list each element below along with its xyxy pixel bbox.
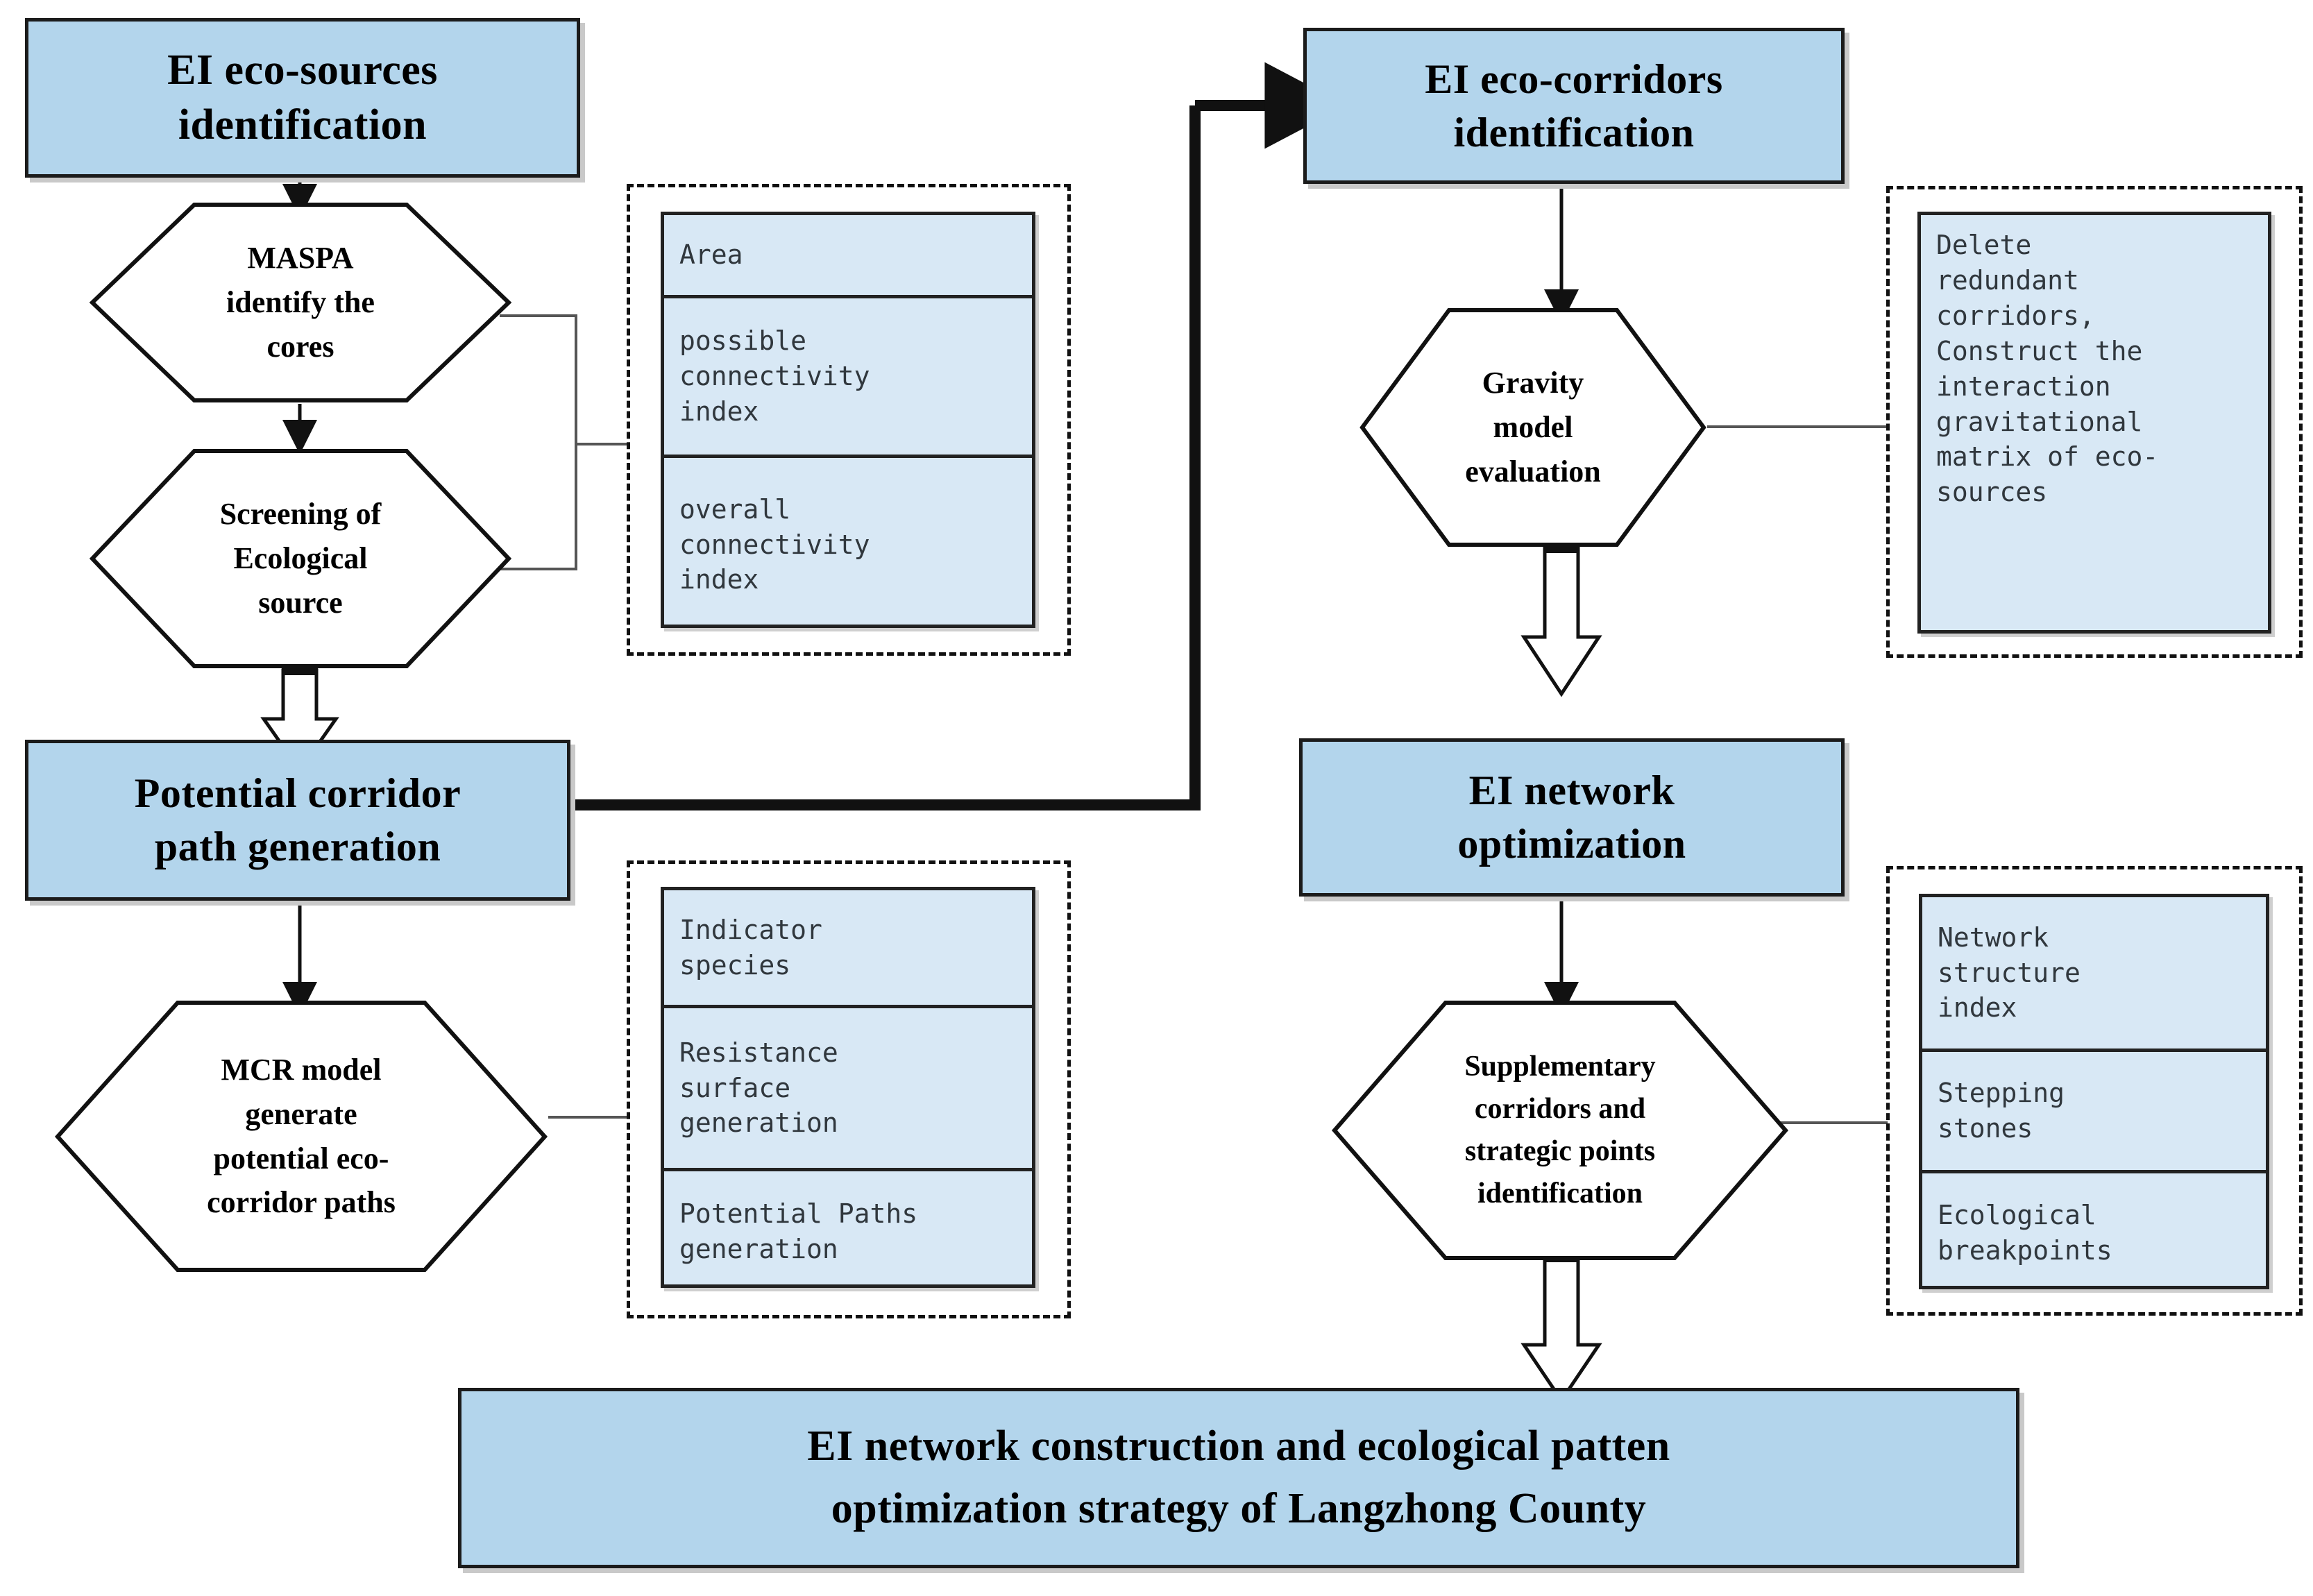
process-mcr-model[interactable]: MCR model generate potential eco- corrid… <box>54 999 548 1273</box>
detail-mcr-indicators: Indicator species Resistance surface gen… <box>661 887 1035 1288</box>
group-corridor-indicators <box>1886 186 2303 658</box>
process-screening-ecological-source[interactable]: Screening of Ecological source <box>89 448 512 670</box>
group-eco-source-indicators <box>627 184 1071 656</box>
header-eco-corridors-identification[interactable]: EI eco-corridors identification <box>1303 28 1845 184</box>
group-optimization-indicators <box>1886 866 2303 1316</box>
hexagon-shape <box>1359 308 1706 547</box>
process-supplementary-label: Supplementary corridors and strategic po… <box>1464 1051 1656 1209</box>
detail-cell: Network structure index <box>1938 922 2081 1024</box>
detail-optimization-indicators: Network structure index Stepping stones … <box>1919 894 2269 1289</box>
group-mcr-indicators <box>627 860 1071 1318</box>
header-eco-sources-identification[interactable]: EI eco-sources identification <box>25 18 580 178</box>
detail-cell: overall connectivity index <box>664 455 1032 631</box>
hexagon-shape <box>54 1001 548 1272</box>
process-supplementary-corridors[interactable]: Supplementary corridors and strategic po… <box>1331 999 1789 1262</box>
detail-cell: Delete redundant corridors, Construct th… <box>1936 230 2159 508</box>
process-mspa-label: MASPA identify the cores <box>226 241 375 364</box>
block-arrow-gravity-to-optimization <box>1520 545 1602 697</box>
detail-cell: Stepping stones <box>1922 1049 2266 1170</box>
detail-eco-source-indicators: Area possible connectivity index overall… <box>661 212 1035 628</box>
detail-cell: Potential Paths generation <box>664 1168 1032 1291</box>
process-screening-label: Screening of Ecological source <box>219 497 382 620</box>
header-ei-network-optimization[interactable]: EI network optimization <box>1299 738 1845 897</box>
header-potential-corridor-path-generation[interactable]: Potential corridor path generation <box>25 740 570 901</box>
hexagon-shape <box>89 449 512 668</box>
detail-cell: possible connectivity index <box>664 295 1032 455</box>
process-gravity-label: Gravity model evaluation <box>1465 366 1601 489</box>
detail-cell: Resistance surface generation <box>664 1005 1032 1168</box>
detail-cell: Area <box>679 239 743 271</box>
detail-cell: Indicator species <box>679 914 822 980</box>
detail-corridor-indicators: Delete redundant corridors, Construct th… <box>1917 212 2271 634</box>
wire-mspa-to-indicators <box>500 314 628 445</box>
hexagon-shape <box>89 203 512 402</box>
header-final-outcome[interactable]: EI network construction and ecological p… <box>458 1388 2019 1568</box>
hexagon-shape <box>1332 1001 1788 1260</box>
detail-cell: Ecological breakpoints <box>1922 1170 2266 1293</box>
process-mspa-identify-cores[interactable]: MASPA identify the cores <box>89 201 512 404</box>
process-mcr-label: MCR model generate potential eco- corrid… <box>207 1052 396 1220</box>
process-gravity-model-evaluation[interactable]: Gravity model evaluation <box>1359 307 1707 548</box>
block-arrow-supplementary-to-outcome <box>1520 1255 1602 1404</box>
